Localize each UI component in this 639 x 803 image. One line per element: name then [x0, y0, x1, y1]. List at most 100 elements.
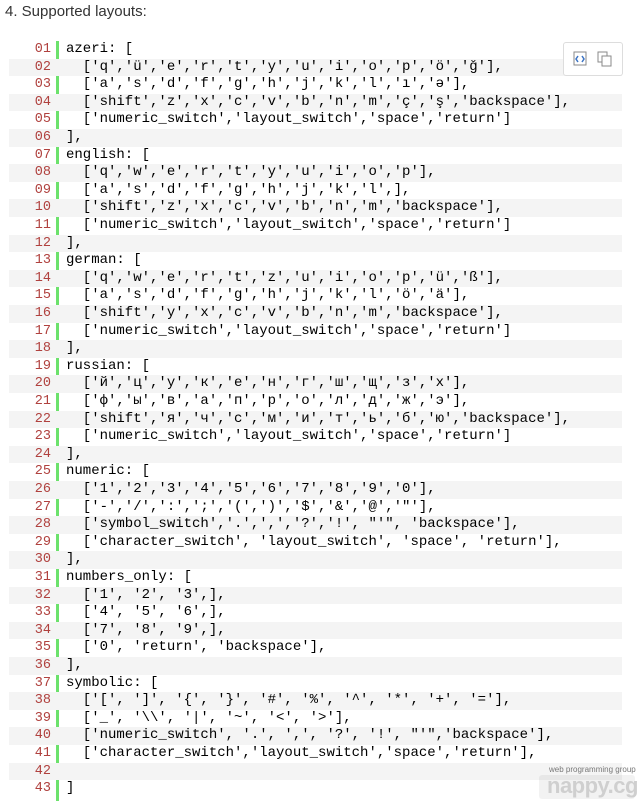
- code-text: ['numeric_switch','layout_switch','space…: [66, 428, 512, 445]
- code-line: 30],: [9, 551, 622, 569]
- code-line: 06],: [9, 129, 622, 147]
- code-line: 04 ['shift','z','x','c','v','b','n','m',…: [9, 93, 622, 112]
- code-text: ['q','ü','e','r','t','y','u','i','o','p'…: [66, 58, 503, 75]
- code-text: ],: [66, 657, 83, 673]
- code-line: 16 ['shift','y','x','c','v','b','n','m',…: [9, 305, 622, 323]
- line-number: 33: [34, 605, 51, 621]
- line-number: 12: [34, 235, 51, 251]
- line-number: 32: [34, 587, 51, 603]
- line-number: 05: [34, 112, 51, 128]
- code-line: 19 russian: [: [9, 358, 622, 376]
- watermark-big-text: nappy.cgi: [547, 773, 639, 798]
- code-line: 34 ['7', '8', '9',],: [9, 621, 622, 640]
- line-number: 35: [34, 640, 51, 656]
- code-text: ['symbol_switch','.',',','?','!', "'", '…: [66, 516, 520, 533]
- line-number: 20: [34, 376, 51, 392]
- code-line: 05 ['numeric_switch','layout_switch','sp…: [9, 111, 622, 129]
- line-number: 03: [34, 77, 51, 93]
- watermark-small-text: web programming group: [549, 765, 636, 774]
- code-line: 07 english: [: [9, 147, 622, 165]
- copy-icon[interactable]: [597, 51, 613, 67]
- code-line: 39 ['_', '\\', '|', '~', '<', '>'],: [9, 710, 622, 728]
- code-text: ['numeric_switch','layout_switch','space…: [66, 111, 512, 128]
- code-line: 18],: [9, 340, 622, 358]
- line-number: 36: [34, 658, 51, 673]
- line-number: 34: [34, 622, 51, 638]
- view-source-icon[interactable]: [573, 51, 589, 67]
- code-text: ['a','s','d','f','g','h','j','k','l','ı'…: [66, 76, 470, 93]
- code-text: ['numeric_switch','layout_switch','space…: [66, 217, 512, 233]
- line-number: 31: [34, 570, 51, 585]
- line-number: 23: [34, 429, 51, 445]
- line-number: 25: [34, 464, 51, 480]
- section-heading: 4. Supported layouts:: [5, 3, 147, 20]
- line-number: 29: [34, 534, 51, 550]
- code-line: 33 ['4', '5', '6',],: [9, 604, 622, 622]
- code-line: 21 ['ф','ы','в','а','п','р','о','л','д',…: [9, 393, 622, 411]
- line-number: 15: [34, 288, 51, 304]
- code-text: numbers_only: [: [66, 569, 193, 585]
- code-line: 31 numbers_only: [: [9, 569, 622, 587]
- line-number: 27: [34, 499, 51, 515]
- code-text: ['q','w','e','r','t','z','u','i','o','p'…: [66, 269, 503, 286]
- code-text: ['shift','я','ч','с','м','и','т','ь','б'…: [66, 410, 571, 427]
- code-text: ['shift','z','x','c','v','b','n','m','ba…: [66, 199, 503, 216]
- line-number: 28: [34, 517, 51, 533]
- code-text: azeri: [: [66, 41, 134, 57]
- code-line: 10 ['shift','z','x','c','v','b','n','m',…: [9, 199, 622, 217]
- line-number: 40: [34, 728, 51, 744]
- code-line: 32 ['1', '2', '3',],: [9, 586, 622, 605]
- code-text: ['a','s','d','f','g','h','j','k','l',],: [66, 181, 411, 198]
- code-line: 25 numeric: [: [9, 463, 622, 481]
- code-line: 26 ['1','2','3','4','5','6','7','8','9',…: [9, 481, 622, 499]
- line-number: 24: [34, 446, 51, 462]
- code-line: 15 ['a','s','d','f','g','h','j','k','l',…: [9, 287, 622, 305]
- line-number: 39: [34, 710, 51, 726]
- code-text: ['a','s','d','f','g','h','j','k','l','ö'…: [66, 287, 470, 304]
- line-number: 41: [34, 746, 51, 761]
- line-number: 38: [34, 693, 51, 709]
- code-line: 11 ['numeric_switch','layout_switch','sp…: [9, 217, 622, 235]
- code-text: ['4', '5', '6',],: [66, 604, 226, 621]
- code-text: ['character_switch', 'layout_switch', 's…: [66, 533, 562, 550]
- line-number: 07: [34, 147, 51, 163]
- line-number: 08: [34, 165, 51, 181]
- line-number: 10: [34, 200, 51, 216]
- code-text: ],: [66, 340, 83, 357]
- code-text: ['[', ']', '{', '}', '#', '%', '^', '*',…: [66, 692, 512, 709]
- code-text: ['shift','z','x','c','v','b','n','m','ç'…: [66, 93, 571, 110]
- code-text: russian: [: [66, 357, 151, 374]
- line-number: 02: [34, 59, 51, 75]
- code-text: ['7', '8', '9',],: [66, 621, 226, 638]
- code-toolbar: [563, 42, 623, 76]
- watermark-background: [539, 775, 635, 799]
- line-number: 37: [34, 675, 51, 691]
- code-line: 29 ['character_switch', 'layout_switch',…: [9, 534, 622, 552]
- code-text: ['character_switch','layout_switch','spa…: [66, 745, 537, 761]
- code-line: 03 ['a','s','d','f','g','h','j','k','l',…: [9, 76, 622, 94]
- code-text: ['_', '\\', '|', '~', '<', '>'],: [66, 709, 352, 726]
- line-number: 19: [34, 358, 51, 374]
- line-number: 43: [34, 781, 51, 797]
- code-text: ['numeric_switch', '.', ',', '?', '!', "…: [66, 727, 554, 744]
- code-line: 08 ['q','w','e','r','t','y','u','i','o',…: [9, 164, 622, 182]
- code-line: 38 ['[', ']', '{', '}', '#', '%', '^', '…: [9, 692, 622, 710]
- line-number: 42: [34, 763, 51, 779]
- code-text: numeric: [: [66, 463, 151, 480]
- code-text: german: [: [66, 252, 142, 269]
- code-text: ['1', '2', '3',],: [66, 586, 226, 603]
- code-line: 23 ['numeric_switch','layout_switch','sp…: [9, 428, 622, 446]
- code-text: ['й','ц','у','к','е','н','г','ш','щ','з'…: [66, 375, 470, 392]
- code-text: ],: [66, 129, 83, 145]
- code-text: english: [: [66, 146, 151, 163]
- code-text: ]: [66, 780, 75, 797]
- line-number: 22: [34, 411, 51, 427]
- code-line: 12],: [9, 234, 622, 253]
- code-line: 36],: [9, 657, 622, 675]
- code-text: ],: [66, 551, 83, 568]
- line-number: 26: [34, 482, 51, 497]
- code-line: 09 ['a','s','d','f','g','h','j','k','l',…: [9, 182, 622, 200]
